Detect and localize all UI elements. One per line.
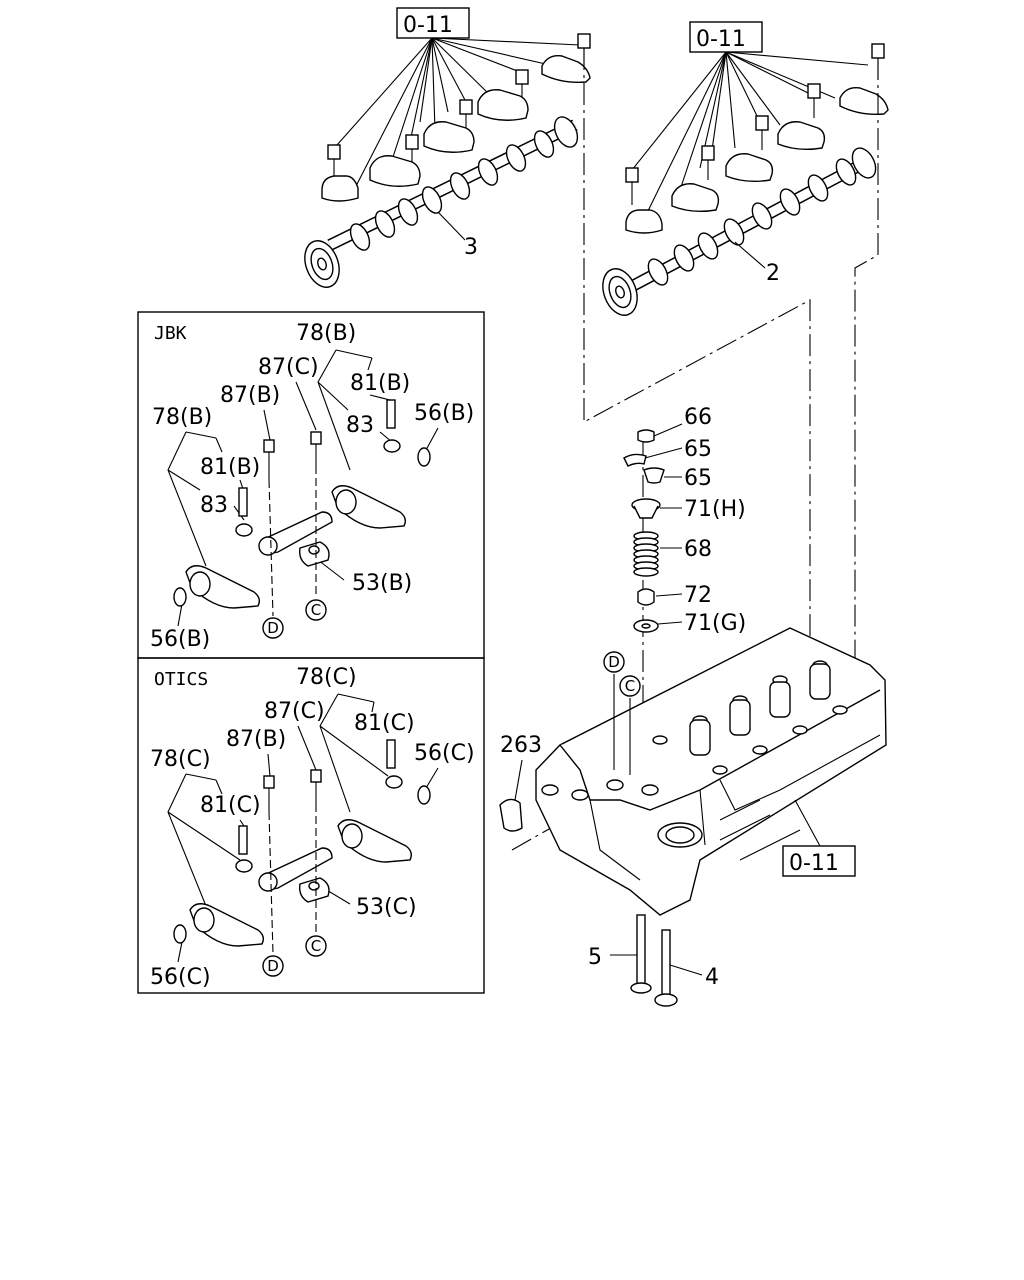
label-71h[interactable]: 71(H): [684, 497, 746, 522]
label-jbk-81-top[interactable]: 81(B): [350, 371, 410, 396]
label-jbk-78-left[interactable]: 78(B): [152, 405, 212, 430]
leaders-otics: [167, 693, 439, 963]
label-jbk-87b[interactable]: 87(B): [220, 383, 280, 408]
leaders-jbk: [167, 349, 439, 627]
camshaft-3[interactable]: [299, 113, 582, 292]
jbk-circle-d: [262, 617, 284, 639]
ref-box-top-left[interactable]: [396, 7, 470, 39]
valve-5-exhaust[interactable]: 5: [588, 914, 652, 994]
label-otics-87c[interactable]: 87(C): [264, 699, 325, 724]
otics-circle-c: [305, 935, 327, 957]
label-otics-78-top[interactable]: 78(C): [296, 665, 357, 690]
label-camshaft-3[interactable]: 3: [464, 235, 478, 260]
camshaft-3-group: 0-11: [299, 7, 591, 292]
label-camshaft-2[interactable]: 2: [766, 261, 780, 286]
inset-jbk: JBK 78(B) 87(C) 81(B) 87(B) 56(B) 78(B) …: [137, 311, 485, 659]
label-4[interactable]: 4: [705, 965, 719, 990]
otics-circle-label-d: D: [267, 957, 279, 975]
label-otics-81-left[interactable]: 81(C): [200, 793, 261, 818]
label-72[interactable]: 72: [684, 583, 712, 608]
part-71h-spring-retainer[interactable]: 71(H): [631, 497, 746, 522]
label-jbk-83-top[interactable]: 83: [346, 413, 374, 438]
circle-marker-d-head: [603, 651, 625, 673]
inset-otics: OTICS 78(C) 87(C) 81(C) 87(B) 56(C) 78(C…: [137, 657, 485, 994]
part-66-valve-cap[interactable]: 66: [637, 405, 712, 443]
otics-parts: [173, 739, 431, 947]
cylinder-head[interactable]: [535, 627, 887, 916]
valve-train-stack: 66 65 65 71(H) 68: [623, 405, 746, 636]
jbk-circle-c: [305, 599, 327, 621]
part-68-valve-spring[interactable]: 68: [633, 531, 712, 577]
cam-caps-right: [625, 87, 889, 234]
label-66[interactable]: 66: [684, 405, 712, 430]
label-65b[interactable]: 65: [684, 466, 712, 491]
label-otics-81-top[interactable]: 81(C): [354, 711, 415, 736]
label-otics-78-left[interactable]: 78(C): [150, 747, 211, 772]
label-jbk-87c[interactable]: 87(C): [258, 355, 319, 380]
label-otics-56-top[interactable]: 56(C): [414, 741, 475, 766]
label-otics-53[interactable]: 53(C): [356, 895, 417, 920]
otics-circle-d: [262, 955, 284, 977]
ref-label-head[interactable]: 0-11: [789, 851, 839, 876]
label-263[interactable]: 263: [500, 733, 542, 758]
inset-title-otics: OTICS: [154, 669, 208, 690]
leader-fan-top-right: [631, 51, 869, 216]
inset-title-jbk: JBK: [154, 323, 187, 344]
jbk-parts: [173, 399, 431, 609]
part-71g-spring-seat[interactable]: 71(G): [633, 611, 746, 636]
ref-label-top-left[interactable]: 0-11: [403, 13, 453, 38]
part-263-plug[interactable]: 263: [499, 733, 542, 832]
label-otics-87b[interactable]: 87(B): [226, 727, 286, 752]
label-jbk-56-bottom[interactable]: 56(B): [150, 627, 210, 652]
label-jbk-78-top[interactable]: 78(B): [296, 321, 356, 346]
label-otics-56-bottom[interactable]: 56(C): [150, 965, 211, 990]
circle-label-d-head: D: [608, 653, 620, 671]
camshaft-2-group: 0-11: [597, 21, 889, 320]
circle-label-c-head: C: [625, 677, 635, 695]
jbk-circle-label-d: D: [267, 619, 279, 637]
cam-cap-bolts-right: [625, 43, 885, 205]
otics-circle-label-c: C: [311, 937, 321, 955]
label-jbk-83-left[interactable]: 83: [200, 493, 228, 518]
label-65a[interactable]: 65: [684, 437, 712, 462]
jbk-circle-label-c: C: [311, 601, 321, 619]
label-jbk-81-left[interactable]: 81(B): [200, 455, 260, 480]
cam-cap-bolts-left: [327, 33, 591, 182]
part-65-collet-b[interactable]: 65: [643, 466, 712, 491]
label-jbk-56-top[interactable]: 56(B): [414, 401, 474, 426]
circle-marker-c-head: [619, 675, 641, 697]
ref-box-head[interactable]: [782, 845, 856, 877]
cam-caps-left: [321, 55, 591, 202]
label-68[interactable]: 68: [684, 537, 712, 562]
leader-fan-top-left: [336, 37, 581, 189]
part-65-collet-a[interactable]: 65: [623, 437, 712, 467]
valve-4-intake[interactable]: 4: [654, 929, 719, 1007]
label-71g[interactable]: 71(G): [684, 611, 746, 636]
label-5[interactable]: 5: [588, 945, 602, 970]
label-jbk-53[interactable]: 53(B): [352, 571, 412, 596]
ref-label-top-right[interactable]: 0-11: [696, 27, 746, 52]
camshaft-2[interactable]: [597, 144, 881, 320]
part-72-valve-stem-seal[interactable]: 72: [637, 583, 712, 608]
